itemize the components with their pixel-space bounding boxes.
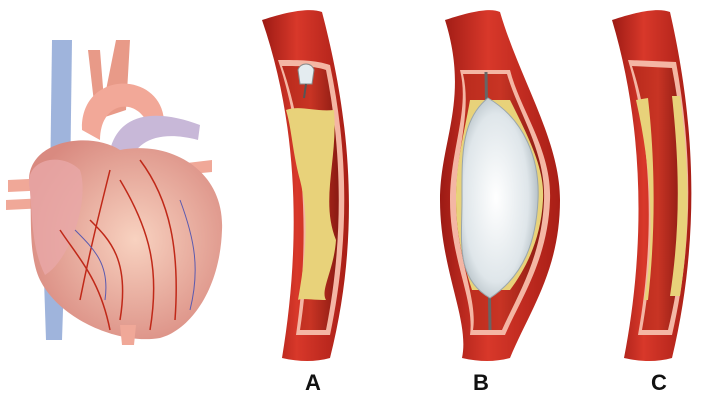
vessel-c-widened (612, 10, 692, 361)
vessel-a-narrowed (262, 10, 349, 361)
flattened-plaque (636, 96, 688, 300)
plaque (286, 108, 336, 300)
panel-label-a: A (305, 370, 321, 395)
heart-illustration (6, 40, 223, 345)
vessel-b-balloon-inflated (440, 10, 560, 361)
coronary-veins (74, 199, 196, 311)
panel-label-c: C (651, 370, 667, 395)
catheter-tip (297, 63, 315, 85)
heart-stem (120, 325, 136, 345)
panel-label-b: B (473, 370, 489, 395)
balloon (460, 97, 539, 299)
right-atrium (28, 159, 83, 275)
coronary-arteries (59, 159, 177, 331)
aortic-arch (81, 83, 164, 140)
